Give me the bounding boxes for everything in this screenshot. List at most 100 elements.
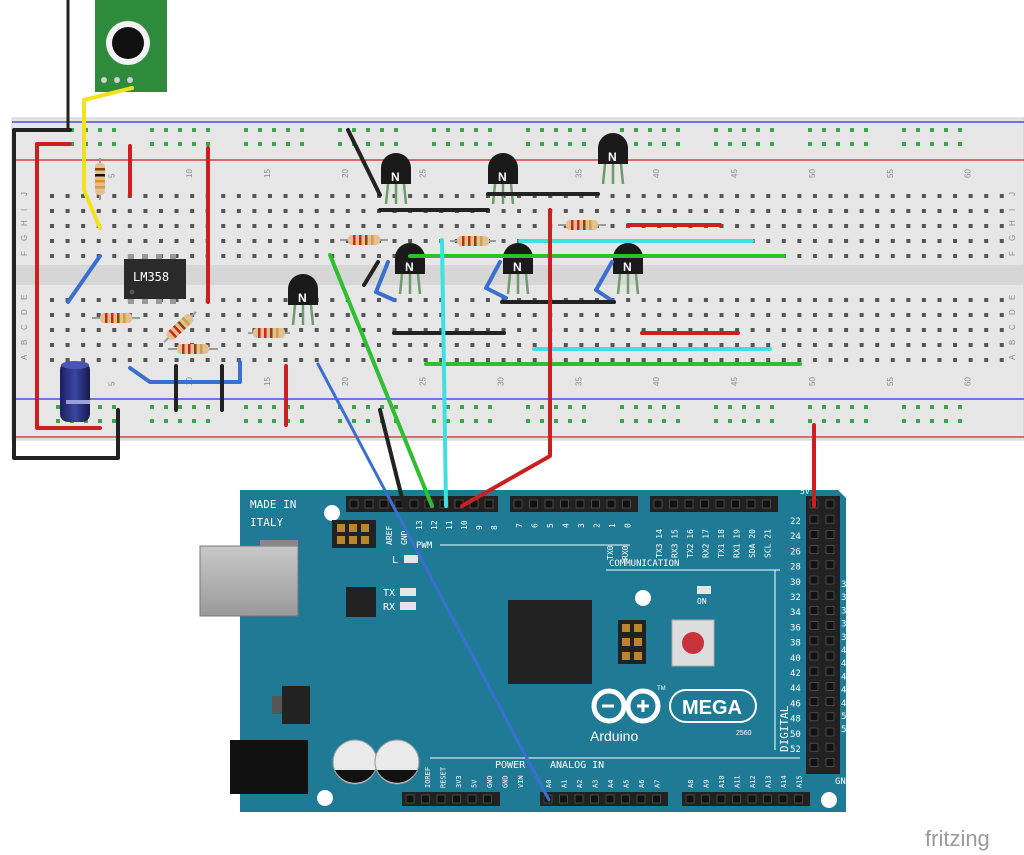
row-letter-label: C (20, 324, 29, 330)
digital-pin-label: 0 (624, 523, 633, 528)
power-pin-label: IOREF (424, 767, 432, 788)
row-letter-label: I (20, 209, 29, 211)
column-number-label: 25 (419, 169, 428, 178)
communication-pin-label: SDA 20 (748, 529, 757, 558)
digital-pin-label: 36 (790, 623, 801, 633)
digital-pin-label: 24 (790, 532, 801, 542)
header-pin (606, 499, 616, 509)
l-led (404, 555, 418, 563)
column-number-label: 45 (730, 169, 739, 178)
row-letter-label: G (20, 235, 29, 241)
row-letter-label: C (1008, 324, 1017, 330)
lm358-chip: LM358 (124, 254, 186, 304)
digital-pin-label: 47 (841, 686, 852, 696)
header-pin (379, 499, 389, 509)
header-pin (809, 682, 819, 691)
column-number-label: 50 (808, 169, 817, 178)
serial-pin-label: TX0 (606, 545, 615, 560)
header-pin (364, 499, 374, 509)
header-pin (529, 499, 538, 509)
column-number-label: 10 (185, 169, 194, 178)
tx-led (400, 588, 416, 596)
digital-pin-label: 45 (841, 672, 852, 682)
icsp-header-main (618, 620, 646, 664)
mounting-hole (324, 505, 340, 521)
header-pin (809, 606, 819, 615)
analog-pin-label: A14 (780, 775, 788, 788)
analog-pin-label: A15 (796, 775, 804, 788)
digital-pin-label: 31 (841, 580, 852, 590)
header-pin (349, 499, 359, 509)
npn-transistor: N (598, 133, 628, 185)
mounting-hole (821, 792, 837, 808)
digital-pin-label: 50 (790, 730, 801, 740)
power-pin-label: RESET (440, 766, 448, 788)
column-number-label: 30 (497, 377, 506, 386)
resistor (558, 220, 606, 230)
row-letter-label: A (20, 354, 29, 360)
analog-pin-label: A4 (607, 780, 615, 788)
pwm-pin-label: 9 (475, 525, 484, 530)
digital-pin-label: 35 (841, 606, 852, 616)
reset-button[interactable] (671, 619, 715, 667)
digital-pin-label: 48 (790, 715, 801, 725)
power-pin-label: GND (486, 775, 494, 788)
analog-pin-label: A6 (638, 780, 646, 788)
header-pin (747, 794, 757, 804)
column-number-label: 5 (107, 381, 116, 386)
npn-transistor: N (488, 153, 518, 205)
column-number-label: 5 (107, 173, 116, 178)
digital-pin-label: 42 (790, 669, 801, 679)
header-pin (605, 794, 615, 804)
header-pin (825, 560, 835, 570)
bottom-gnd-label: GND (835, 777, 851, 787)
transistor-label: N (298, 291, 307, 305)
communication-pin-label: TX1 18 (717, 529, 726, 558)
npn-transistor: N (381, 153, 411, 205)
header-pin (731, 499, 740, 509)
blue-jumper-wire (66, 254, 102, 304)
power-label: POWER (495, 760, 526, 771)
header-pin (421, 794, 430, 804)
communication-pin-label: SCL 21 (764, 529, 773, 558)
communication-pin-label: TX2 16 (686, 529, 695, 558)
cyan-wire-to-pin11 (440, 238, 448, 508)
arduino-mega-board: MADE IN ITALY (199, 487, 852, 812)
column-number-label: 55 (886, 377, 895, 386)
digital-pin-label: 39 (841, 633, 852, 643)
mic-signal-wire (82, 86, 134, 230)
row-letter-label: B (1008, 340, 1017, 345)
header-pin (825, 621, 835, 630)
resistor (340, 235, 388, 245)
header-pin (825, 606, 835, 615)
power-pin-label: GND (502, 775, 510, 788)
model-number: 2560 (736, 730, 752, 737)
row-letter-label: F (1008, 251, 1017, 256)
black-wire-to-gnd (378, 408, 406, 508)
header-pin (809, 514, 819, 524)
header-pin (701, 794, 710, 804)
header-pin (809, 742, 819, 752)
communication-pin-label: TX3 14 (655, 529, 664, 558)
header-pin (809, 758, 819, 767)
row-letter-label: J (20, 192, 29, 196)
header-pin (809, 590, 819, 600)
header-pin (825, 758, 835, 767)
header-pin (484, 499, 494, 509)
italy-label: ITALY (250, 516, 283, 529)
digital-pin-label: 22 (790, 517, 801, 527)
header-pin (685, 794, 695, 804)
power-jack (230, 740, 308, 794)
header-pin (809, 560, 819, 570)
header-analog-high (682, 792, 810, 806)
digital-pin-label: 46 (790, 699, 801, 709)
row-letter-label: D (1008, 309, 1017, 315)
gnd-pin-label: GND (400, 530, 409, 545)
lm358-label: LM358 (133, 270, 169, 284)
transistor-label: N (405, 260, 414, 274)
npn-transistor: N (288, 274, 318, 326)
digital-pin-label: 6 (531, 523, 540, 528)
header-pin (483, 794, 492, 804)
header-pin (825, 651, 835, 661)
